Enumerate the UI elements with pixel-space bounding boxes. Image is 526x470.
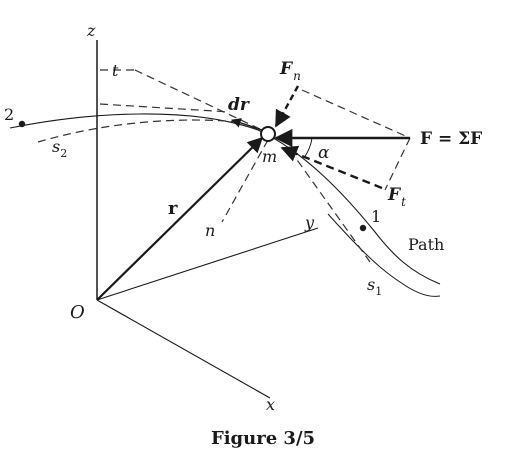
tangential-force-label: Ft <box>387 185 406 209</box>
normal-force-vector <box>274 85 300 128</box>
path-label: Path <box>408 235 444 254</box>
point-1-dot <box>359 224 367 232</box>
particle-m <box>260 126 276 142</box>
dr-vector <box>231 118 263 131</box>
force-sum-label: F = ΣF <box>420 129 482 149</box>
point-2-label: 2 <box>4 105 14 124</box>
normal-force-label: Fn <box>279 59 301 83</box>
alpha-label: α <box>318 143 330 163</box>
x-axis <box>96 299 271 399</box>
alpha-angle-arc <box>303 137 313 159</box>
z-to-dr-dashed <box>99 103 231 113</box>
f-to-ft-dashed <box>384 137 411 191</box>
x-axis-label: x <box>266 395 275 414</box>
origin-label: O <box>70 302 85 323</box>
s1-dashed-line <box>289 149 371 263</box>
s1-label: s1 <box>367 275 382 298</box>
y-axis <box>96 227 319 301</box>
normal-line <box>221 139 269 223</box>
mass-label: m <box>262 147 277 166</box>
z-axis-label: z <box>86 21 96 40</box>
point-2-dot <box>18 120 26 128</box>
point-1-label: 1 <box>371 207 381 226</box>
position-vector-r <box>96 136 264 301</box>
normal-label: n <box>205 221 215 240</box>
s2-arc <box>37 119 241 143</box>
y-axis-label: y <box>304 213 315 232</box>
tangent-label: t <box>112 61 119 80</box>
path-curve-outer <box>327 213 441 297</box>
fn-to-f-dashed <box>301 89 411 139</box>
figure-caption: Figure 3/5 <box>211 428 315 449</box>
s2-label: s2 <box>52 137 67 160</box>
position-vector-label: r <box>168 198 178 219</box>
tangential-force-vector <box>280 145 383 190</box>
dr-label: dr <box>228 95 250 115</box>
